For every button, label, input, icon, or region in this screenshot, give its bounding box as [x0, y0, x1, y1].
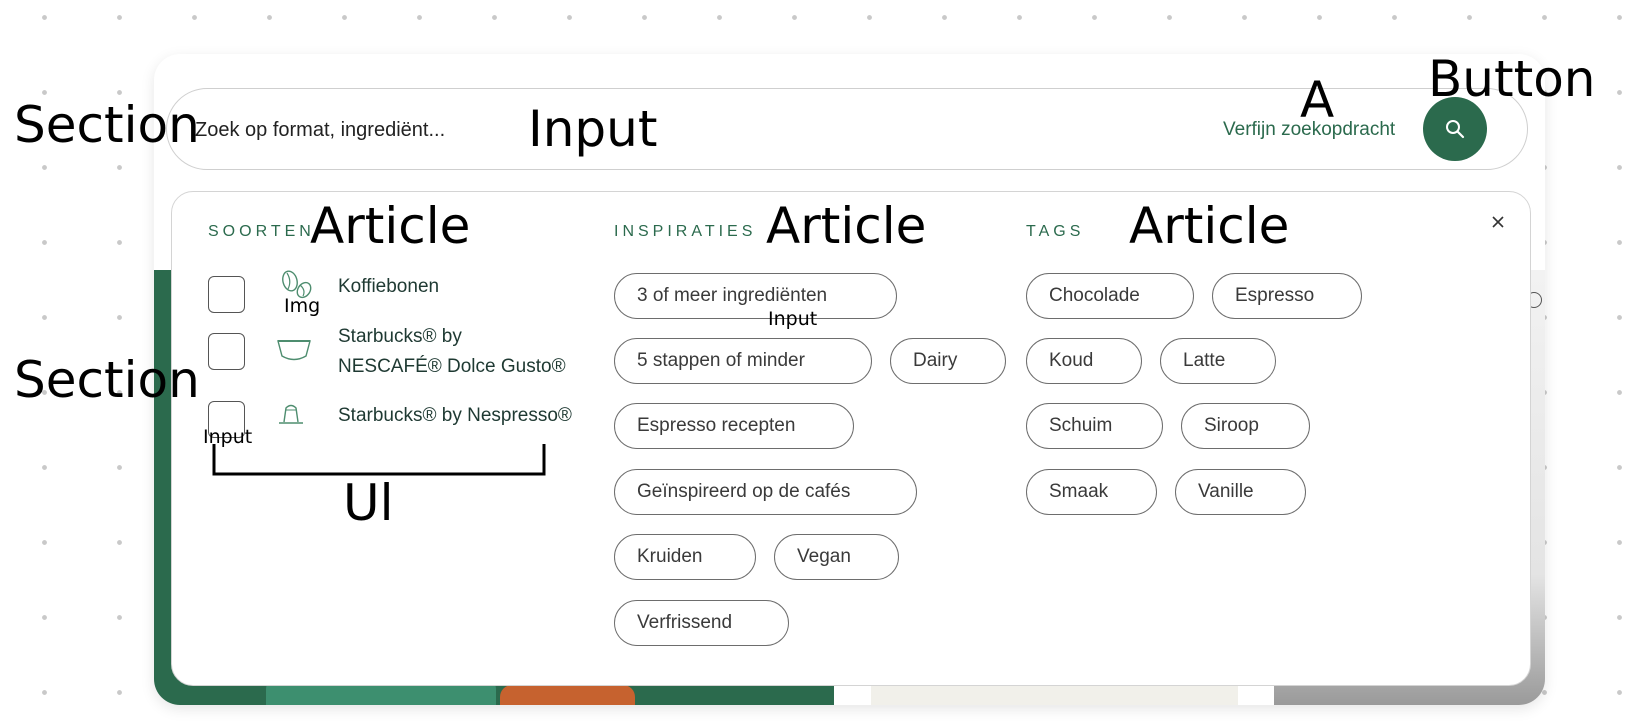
annotation-img: Img [284, 295, 321, 317]
coffee-beans-icon [282, 270, 312, 299]
pill-vegan[interactable]: Vegan [774, 534, 899, 580]
pill-espresso[interactable]: Espresso [1212, 273, 1362, 319]
pill-smaak[interactable]: Smaak [1026, 469, 1157, 515]
pill-dairy[interactable]: Dairy [890, 338, 1006, 384]
pill-latte[interactable]: Latte [1160, 338, 1276, 384]
annotation-article-tags: Article [1129, 197, 1290, 255]
pill-koud[interactable]: Koud [1026, 338, 1142, 384]
search-button[interactable] [1423, 97, 1487, 161]
annotation-link: A [1300, 71, 1335, 129]
annotation-section-middle: Section [14, 351, 200, 409]
refine-search-link[interactable]: Verfijn zoekopdracht [1223, 119, 1396, 140]
list-bracket [212, 444, 546, 476]
checkbox-dolce-gusto[interactable] [208, 333, 245, 370]
tags-article: TAGS Chocolade Espresso Koud Latte Schui… [1026, 192, 1506, 685]
annotation-input-pill: Input [768, 308, 818, 330]
annotation-article-inspiraties: Article [766, 197, 927, 255]
soorten-label-dolce-gusto-line2: NESCAFÉ® Dolce Gusto® [338, 356, 566, 377]
inspiraties-article: INSPIRATIES 3 of meer ingrediënten 5 sta… [592, 192, 1022, 685]
soorten-label-dolce-gusto-line1: Starbucks® by [338, 326, 462, 347]
pill-3-of-meer-ingredienten[interactable]: 3 of meer ingrediënten [614, 273, 897, 319]
pill-verfrissend[interactable]: Verfrissend [614, 600, 789, 646]
soorten-label-koffiebonen: Koffiebonen [338, 276, 440, 297]
search-card: Verfijn zoekopdracht SOORTEN [154, 54, 1545, 705]
banner-orange-shape [500, 685, 635, 705]
close-icon [1492, 216, 1504, 228]
soorten-label-nespresso: Starbucks® by Nespresso® [338, 405, 572, 426]
search-section: Verfijn zoekopdracht [166, 88, 1528, 170]
annotation-list: Ul [343, 474, 394, 532]
pill-schuim[interactable]: Schuim [1026, 403, 1163, 449]
annotation-input-checkbox: Input [203, 426, 253, 448]
dolce-gusto-capsule-icon [277, 340, 311, 361]
annotation-section-top: Section [14, 96, 200, 154]
close-button[interactable] [1486, 210, 1510, 234]
search-input[interactable] [193, 111, 757, 149]
annotation-article-soorten: Article [310, 197, 471, 255]
pill-kruiden[interactable]: Kruiden [614, 534, 756, 580]
pill-espresso-recepten[interactable]: Espresso recepten [614, 403, 854, 449]
soorten-heading: SOORTEN [208, 223, 315, 240]
pill-5-stappen-of-minder[interactable]: 5 stappen of minder [614, 338, 872, 384]
nespresso-capsule-icon [279, 404, 303, 424]
filter-section: SOORTEN Koffiebonen [171, 191, 1531, 686]
soorten-article: SOORTEN Koffiebonen [172, 192, 592, 685]
pill-vanille[interactable]: Vanille [1175, 469, 1306, 515]
annotation-button: Button [1428, 50, 1596, 108]
checkbox-nespresso[interactable] [208, 401, 245, 438]
pill-chocolade[interactable]: Chocolade [1026, 273, 1194, 319]
tags-heading: TAGS [1026, 223, 1085, 240]
checkbox-koffiebonen[interactable] [208, 276, 245, 313]
pill-siroop[interactable]: Siroop [1181, 403, 1310, 449]
search-icon [1446, 120, 1465, 139]
inspiraties-heading: INSPIRATIES [614, 223, 757, 240]
annotation-input-search: Input [528, 100, 658, 158]
pill-geinspireerd-op-de-cafes[interactable]: Geïnspireerd op de cafés [614, 469, 917, 515]
